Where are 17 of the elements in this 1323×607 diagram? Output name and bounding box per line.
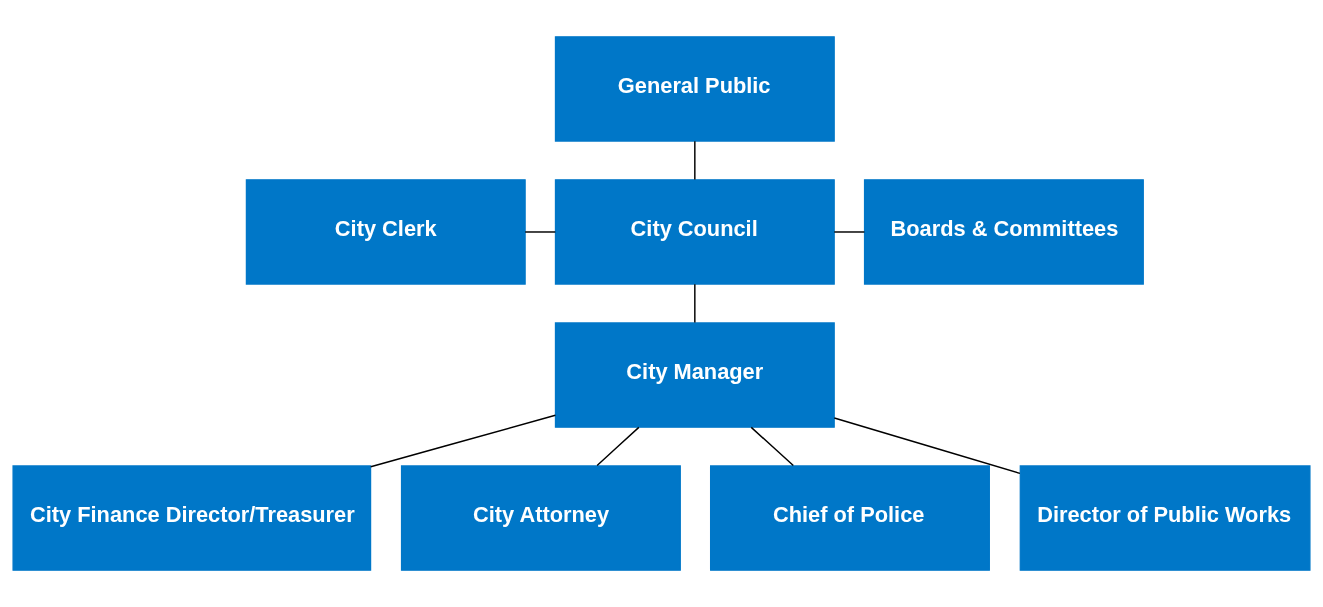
node-box: City Clerk: [245, 179, 526, 285]
node-box: City Manager: [554, 322, 835, 428]
node-box: City Attorney: [400, 465, 681, 571]
connector: [596, 426, 640, 467]
connector: [370, 414, 557, 468]
connector: [833, 231, 866, 233]
connector: [750, 426, 795, 467]
connector: [694, 140, 696, 181]
node-box: Director of Public Works: [1019, 465, 1311, 571]
node-box: General Public: [554, 36, 835, 142]
node-box: Boards & Committees: [863, 179, 1144, 285]
node-box: Chief of Police: [710, 465, 990, 571]
connector: [833, 417, 1021, 475]
node-box: City Finance Director/Treasurer: [12, 465, 372, 571]
connector: [694, 283, 696, 324]
node-box: City Council: [554, 179, 835, 285]
connector: [524, 231, 557, 233]
